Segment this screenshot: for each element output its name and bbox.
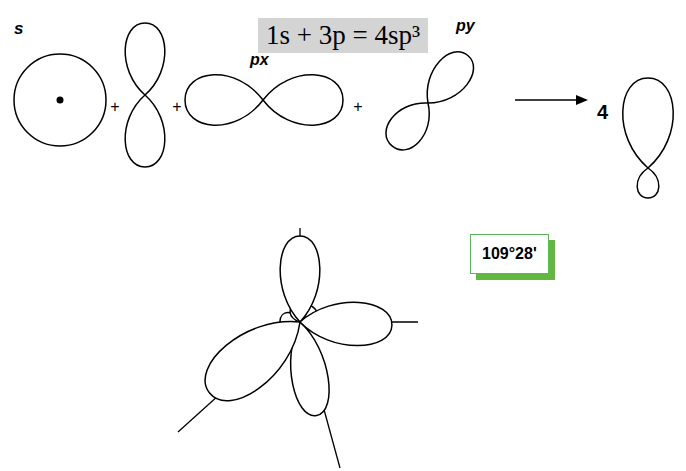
equation-title: 1s + 3p = 4sp³ — [258, 18, 428, 53]
sp3-large-lobe — [193, 301, 317, 414]
reaction-arrow — [515, 99, 578, 101]
sp3-large-lobe — [299, 300, 392, 346]
bond-angle: 109°28' — [482, 245, 537, 263]
sp3-small-lobe — [637, 168, 659, 198]
orbital-label: py — [456, 18, 475, 34]
sp3-large-lobe — [280, 236, 320, 322]
py-lobe — [378, 91, 442, 157]
orbitals — [14, 23, 673, 468]
count-number: 4 — [597, 102, 608, 122]
angle-box: 109°28' — [470, 234, 549, 274]
orbital-label: px — [250, 52, 269, 68]
pz-lobe — [125, 95, 165, 167]
s-orbital — [14, 54, 106, 146]
sp3-large-lobe — [623, 78, 673, 168]
plus-sign: + — [353, 99, 362, 115]
px-lobe — [185, 75, 263, 125]
px-lobe — [263, 75, 343, 125]
arrow-head — [576, 95, 588, 105]
pz-lobe — [125, 23, 165, 95]
nucleus-dot — [57, 97, 64, 104]
orbital-label: s — [14, 20, 23, 37]
plus-sign: + — [172, 99, 181, 115]
plus-sign: + — [110, 99, 119, 115]
